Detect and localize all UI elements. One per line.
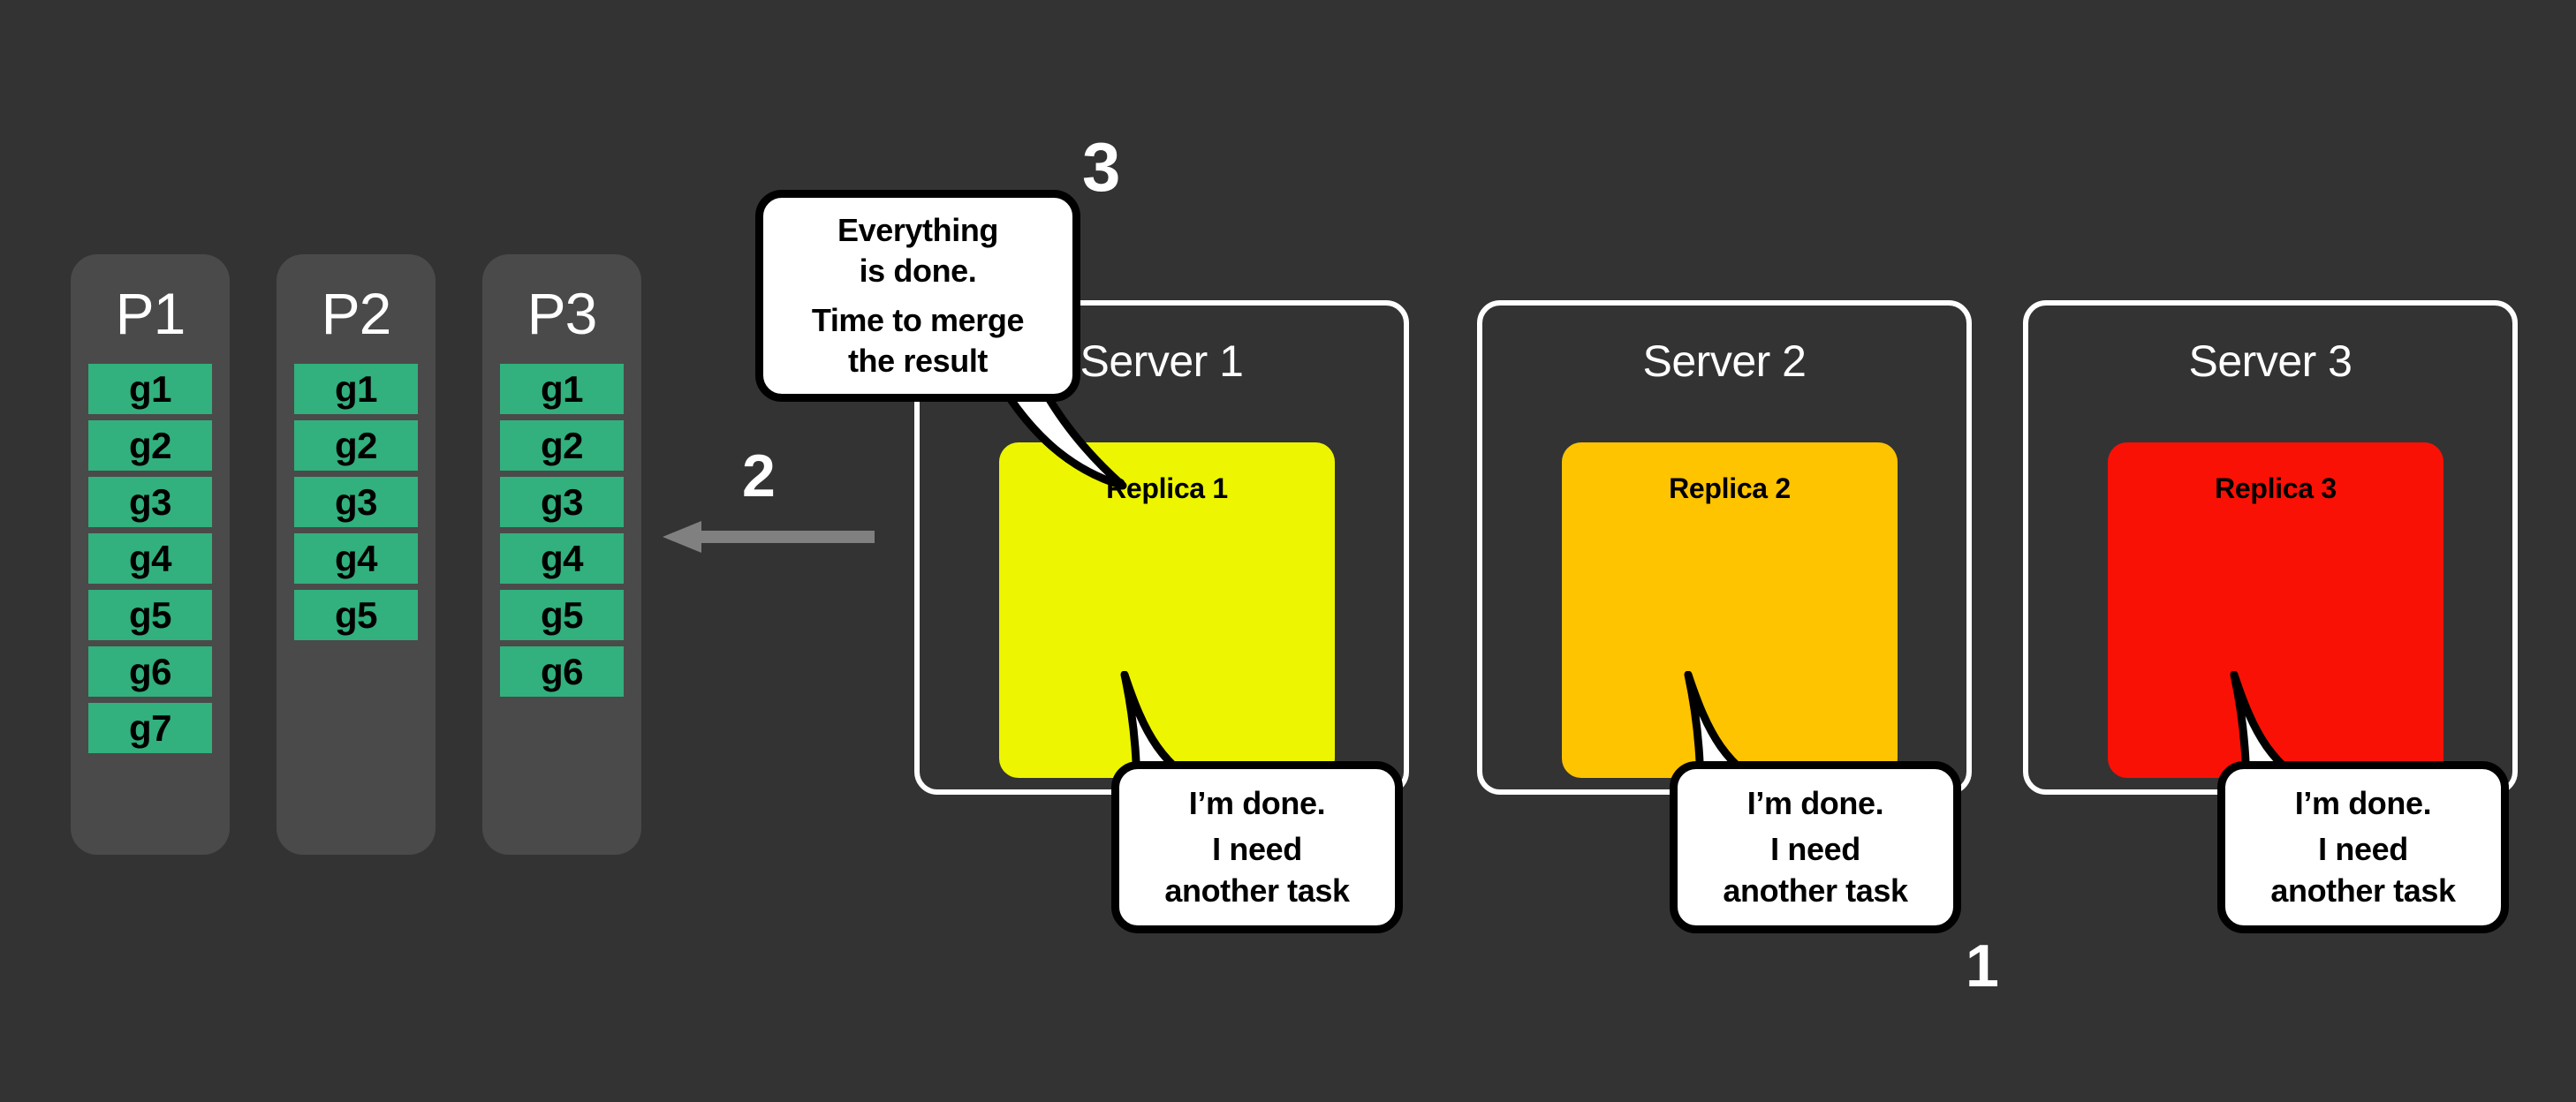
replica-2-label: Replica 2 [1669, 472, 1791, 504]
server-1-speech-bubble[interactable]: I’m done. I need another task [1111, 761, 1403, 933]
bubble-line: another task [1723, 872, 1908, 909]
partition-p3[interactable]: P3 g1 g2 g3 g4 g5 g6 [482, 254, 641, 855]
step-1-label: 1 [1966, 932, 1999, 1000]
chip[interactable]: g6 [500, 646, 624, 697]
chip[interactable]: g4 [294, 533, 418, 584]
bubble-line: Time to merge [811, 302, 1025, 338]
bubble-line: is done. [859, 252, 977, 289]
step-2-label: 2 [742, 442, 776, 509]
server-3-speech-bubble[interactable]: I’m done. I need another task [2217, 761, 2509, 933]
chip[interactable]: g5 [500, 590, 624, 640]
partition-p1[interactable]: P1 g1 g2 g3 g4 g5 g6 g7 [71, 254, 230, 855]
arrow-left-icon [663, 521, 875, 553]
bubble-line: I need [1212, 831, 1302, 868]
chip[interactable]: g1 [88, 364, 212, 414]
bubble-line: the result [847, 343, 989, 380]
server-2-speech-bubble[interactable]: I’m done. I need another task [1670, 761, 1961, 933]
bubble-line: I’m done. [1746, 785, 1884, 822]
merge-speech-bubble[interactable]: Everything is done. Time to merge the re… [755, 190, 1080, 402]
server-3-title: Server 3 [2188, 336, 2352, 386]
partition-p2[interactable]: P2 g1 g2 g3 g4 g5 [277, 254, 436, 855]
partition-p3-title: P3 [527, 281, 598, 346]
chip[interactable]: g7 [88, 703, 212, 753]
step-3-label: 3 [1082, 128, 1121, 206]
partition-p2-title: P2 [321, 281, 392, 346]
chip[interactable]: g1 [500, 364, 624, 414]
partition-p2-chips: g1 g2 g3 g4 g5 [277, 364, 436, 640]
chip[interactable]: g3 [294, 477, 418, 527]
chip[interactable]: g3 [500, 477, 624, 527]
chip[interactable]: g2 [294, 420, 418, 471]
chip[interactable]: g3 [88, 477, 212, 527]
partition-p1-title: P1 [115, 281, 186, 346]
chip[interactable]: g2 [88, 420, 212, 471]
server-2-title: Server 2 [1642, 336, 1807, 386]
replica-2-box[interactable]: Replica 2 [1562, 442, 1898, 778]
bubble-line: another task [2270, 872, 2456, 909]
chip[interactable]: g5 [294, 590, 418, 640]
chip[interactable]: g2 [500, 420, 624, 471]
replica-3-label: Replica 3 [2215, 472, 2337, 504]
chip[interactable]: g4 [88, 533, 212, 584]
chip[interactable]: g1 [294, 364, 418, 414]
server-3-frame[interactable]: Server 3 Replica 3 [2023, 300, 2518, 795]
chip[interactable]: g5 [88, 590, 212, 640]
bubble-line: I need [2318, 831, 2408, 868]
replica-3-box[interactable]: Replica 3 [2108, 442, 2443, 778]
replica-1-box[interactable]: Replica 1 [999, 442, 1335, 778]
bubble-line: Everything [837, 211, 999, 248]
bubble-line: I’m done. [2294, 785, 2432, 822]
bubble-line: I need [1770, 831, 1860, 868]
bubble-line: I’m done. [1188, 785, 1326, 822]
partition-p1-chips: g1 g2 g3 g4 g5 g6 g7 [71, 364, 230, 753]
server-2-frame[interactable]: Server 2 Replica 2 [1477, 300, 1972, 795]
chip[interactable]: g4 [500, 533, 624, 584]
partition-p3-chips: g1 g2 g3 g4 g5 g6 [482, 364, 641, 697]
replica-1-label: Replica 1 [1106, 472, 1228, 504]
chip[interactable]: g6 [88, 646, 212, 697]
bubble-line: another task [1164, 872, 1350, 909]
